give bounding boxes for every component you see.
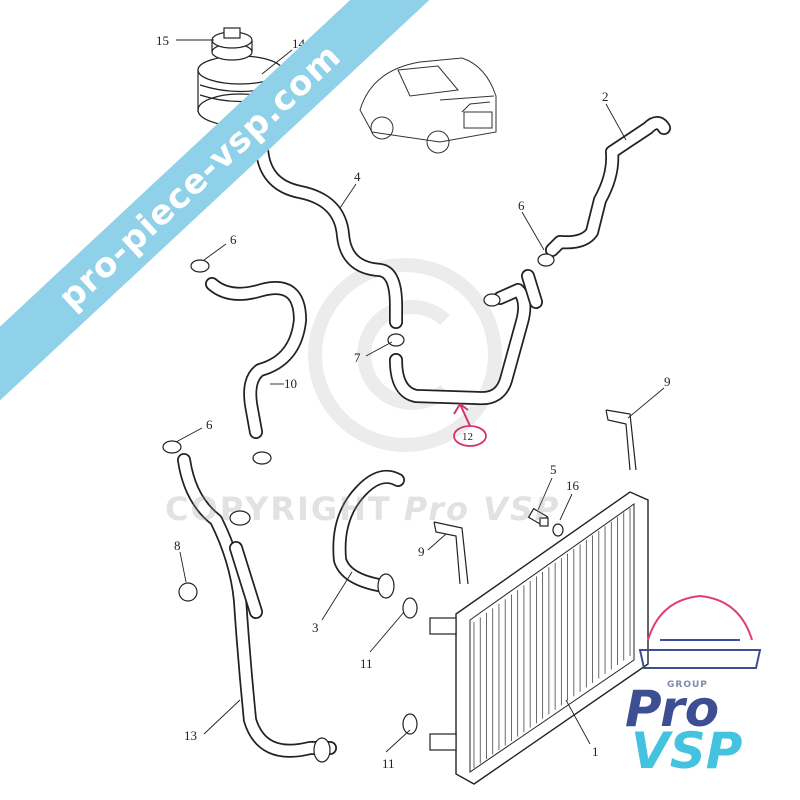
sensor-5 — [527, 507, 549, 527]
copyright-watermark: COPYRIGHT Pro VSP — [165, 490, 560, 528]
logo-brand-pro: Pro — [625, 680, 720, 738]
hose-4 — [255, 143, 403, 329]
hose-10 — [205, 277, 307, 439]
part-label-16: 16 — [566, 478, 580, 493]
part-label-6: 6 — [518, 198, 525, 213]
part-label-9: 9 — [664, 374, 671, 389]
part-label-3: 3 — [312, 620, 319, 635]
radiator — [429, 491, 649, 785]
bracket-9-top — [605, 409, 637, 471]
leader-lines — [175, 39, 665, 753]
hose-3 — [332, 470, 405, 599]
part-label-15: 15 — [156, 33, 169, 48]
part-label-11: 11 — [382, 756, 395, 771]
highlight-12 — [453, 403, 487, 447]
pro-vsp-logo: GROUP Pro VSP — [615, 590, 785, 780]
copyright-circle-watermark — [308, 258, 502, 452]
part-label-9: 9 — [418, 544, 425, 559]
copyright-brand: Pro VSP — [403, 490, 561, 528]
highlight-label-12: 12 — [462, 431, 473, 443]
part-label-11: 11 — [360, 656, 373, 671]
part-label-4: 4 — [354, 169, 361, 184]
part-label-5: 5 — [550, 462, 557, 477]
car-thumbnail — [359, 57, 497, 154]
part-label-10: 10 — [284, 376, 297, 391]
hose-13 — [177, 453, 337, 763]
part-labels: 15 14 2 4 6 6 6 7 10 9 9 5 16 8 3 11 11 … — [156, 33, 671, 771]
logo-brand-vsp: VSP — [631, 722, 743, 780]
hose-2 — [545, 116, 671, 257]
part-label-8: 8 — [174, 538, 181, 553]
part-label-6: 6 — [230, 232, 237, 247]
logo-group-text: GROUP — [667, 680, 708, 690]
clamps — [162, 253, 555, 735]
logo-car-outline — [638, 594, 762, 669]
part-label-1: 1 — [592, 744, 599, 759]
tank-cap — [211, 27, 253, 61]
copyright-label: COPYRIGHT — [165, 490, 392, 528]
part-label-2: 2 — [602, 89, 609, 104]
hose-12 — [389, 269, 543, 406]
part-label-6: 6 — [206, 417, 213, 432]
seal-16 — [552, 523, 564, 537]
bracket-9-bottom — [433, 521, 469, 585]
part-label-13: 13 — [184, 728, 197, 743]
part-label-7: 7 — [354, 350, 361, 365]
